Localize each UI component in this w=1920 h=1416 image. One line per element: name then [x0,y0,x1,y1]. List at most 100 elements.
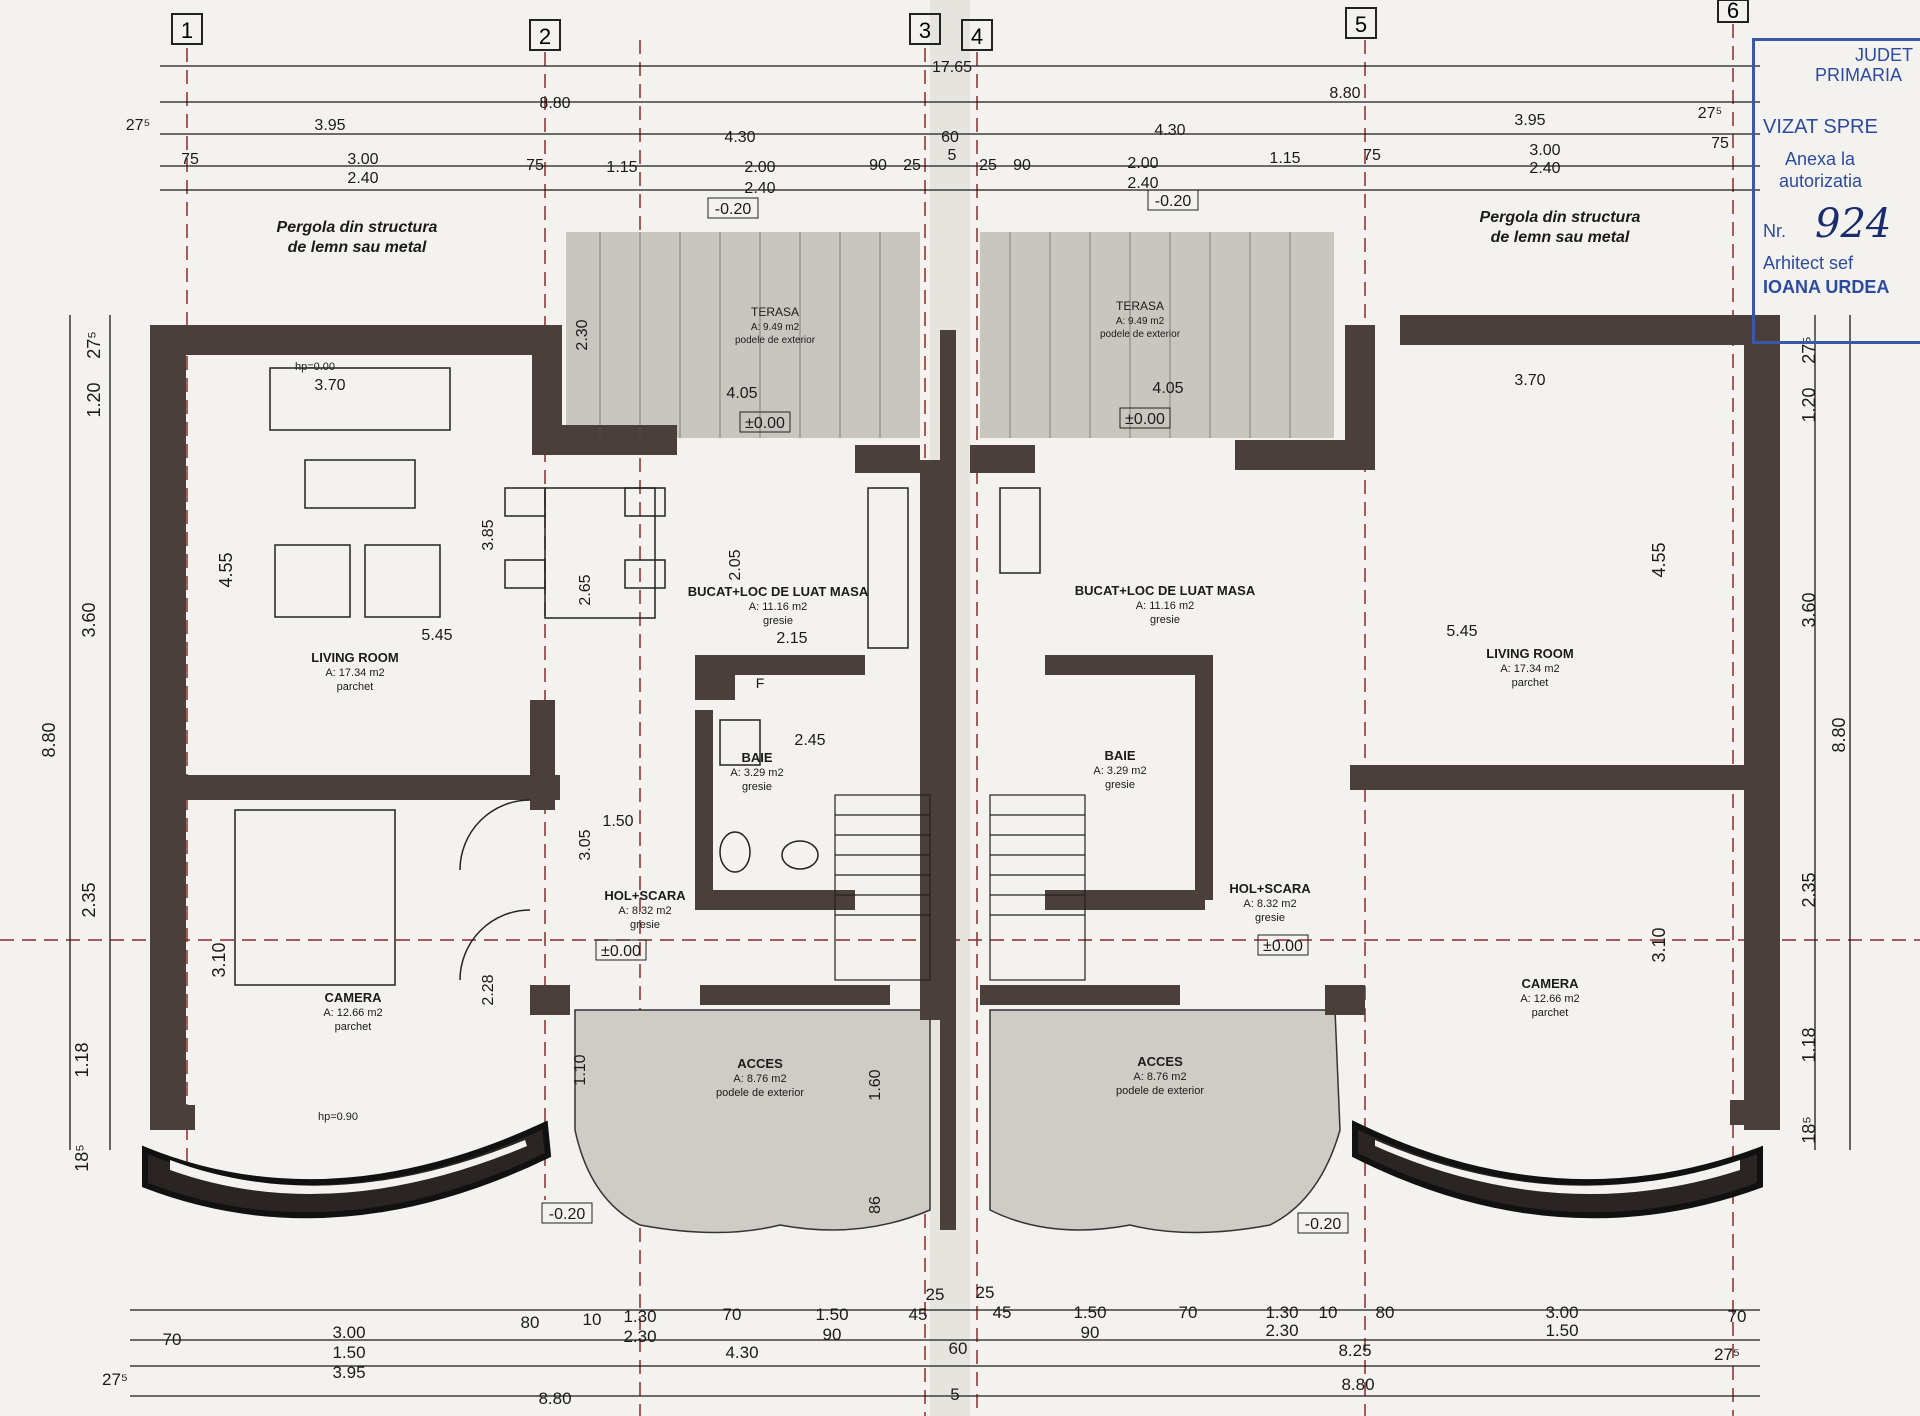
room-terasa-left-name: TERASA [751,305,799,319]
dim-top-r4-5: 90 [869,157,887,174]
stamp-line-name: IOANA URDEA [1763,277,1890,297]
bottom-dim-r4-0: 8.80 [538,1389,571,1408]
bottom-dim-r1-2: 80 [521,1313,540,1332]
dim-top-r4-7: 5 [948,147,957,164]
bottom-dim-r2-3: 90 [1081,1323,1100,1342]
room-camera-right-name: CAMERA [1521,976,1579,991]
left-dim-2.35: 2.35 [79,882,99,917]
bottom-dim-r1-0: 70 [163,1330,182,1349]
room-acces-left-finish: podele de exterior [716,1087,804,1099]
bottom-dim-r2-1: 2.30 [623,1327,656,1346]
room-terasa-right-name: TERASA [1116,299,1164,313]
room-acces-right-name: ACCES [1137,1054,1183,1069]
pergola-note-left-1: Pergola din structura [277,219,438,236]
left-dim-8.80: 8.80 [39,722,59,757]
bottom-dim-r1-5: 70 [723,1305,742,1324]
room-terasa-left-finish: podele de exterior [735,335,816,346]
bottom-dim-r1-3: 10 [583,1310,602,1329]
stamp-line-arhitect: Arhitect sef [1763,253,1854,273]
room-living-right-finish: parchet [1512,677,1549,689]
bottom-dim-r3-1: 3.95 [332,1363,365,1382]
bottom-dim-r1-12: 70 [1179,1303,1198,1322]
stamp-line-autorizatia: autorizatia [1779,171,1863,191]
inner-dim-3.85: 3.85 [480,519,497,550]
level-top-right: -0.20 [1155,193,1192,210]
bottom-dim-r1-1: 3.00 [332,1323,365,1342]
inner-dim-2.65: 2.65 [577,574,594,605]
bottom-dim-r1-15: 80 [1376,1303,1395,1322]
stamp-number: 924 [1815,201,1892,247]
pergola-note-left-2: de lemn sau metal [288,239,427,256]
room-baie-right-finish: gresie [1105,779,1135,791]
bottom-dim-r1-10: 45 [993,1303,1012,1322]
dim-top-r4-12: 75 [1363,147,1381,164]
furniture [234,367,1041,986]
room-living-right-area: A: 17.34 m2 [1500,663,1559,675]
left-dim-3.60: 3.60 [79,602,99,637]
room-hol-right-finish: gresie [1255,912,1285,924]
bottom-dim-r2-2: 90 [823,1325,842,1344]
room-terasa-right-area: A: 9.49 m2 [1116,316,1165,327]
inner-dim-86: 86 [867,1196,884,1214]
dim-overall: 17.65 [932,59,972,76]
grid-axes: 1 2 3 4 5 6 [171,0,1749,51]
inner-dim-5.45-b: 5.45 [1446,623,1477,640]
room-kitchen-right-area: A: 11.16 m2 [1136,600,1195,612]
level-terrace-left: ±0.00 [745,415,785,432]
inner-dim-1.10: 1.10 [572,1054,589,1085]
room-camera-left-name: CAMERA [324,990,382,1005]
room-acces-left-area: A: 8.76 m2 [733,1073,786,1085]
inner-dim-4.05-b: 4.05 [1152,380,1183,397]
inner-dim-3.05: 3.05 [577,829,594,860]
bottom-dim-r3-0: 27⁵ [102,1370,128,1389]
room-baie-left-area: A: 3.29 m2 [730,767,783,779]
level-top-left: -0.20 [715,201,752,218]
bottom-dim-r2-4: 2.30 [1265,1321,1298,1340]
right-dim-1.18: 1.18 [1799,1027,1819,1062]
inner-dim-1.50: 1.50 [602,813,633,830]
inner-dim-2.45: 2.45 [794,732,825,749]
dim-top-r3-2: 4.30 [724,129,755,146]
grid-axis-3: 3 [919,18,931,43]
dim-top-r4-8: 25 [979,157,997,174]
dim-top-r5-1: 2.40 [744,180,775,197]
bottom-dim-r1-7: 45 [909,1305,928,1324]
room-hol-left-finish: gresie [630,919,660,931]
bottom-dim-r1-4: 1.30 [623,1307,656,1326]
grid-axis-2: 2 [539,24,551,49]
room-acces-right-area: A: 8.76 m2 [1133,1071,1186,1083]
inner-dim-5.45-a: 5.45 [421,627,452,644]
room-baie-right-name: BAIE [1104,748,1135,763]
dim-top-r4-9: 90 [1013,157,1031,174]
bottom-dim-r1-16: 3.00 [1545,1303,1578,1322]
right-dim-3.10: 3.10 [1649,927,1669,962]
terrace-hatch [566,232,1334,438]
grid-axis-4: 4 [971,24,983,49]
bottom-dim-r1-8: 25 [926,1285,945,1304]
room-living-left-name: LIVING ROOM [311,650,398,665]
room-baie-left-name: BAIE [741,750,772,765]
dim-top-r4-11: 1.15 [1269,150,1300,167]
staircase [834,794,1086,981]
inner-dim-2.28: 2.28 [480,974,497,1005]
stamp-line-anexa: Anexa la [1785,149,1856,169]
room-hol-right-name: HOL+SCARA [1229,881,1311,896]
room-living-left-area: A: 17.34 m2 [325,667,384,679]
dim-top-r3-1: 3.95 [314,117,345,134]
bottom-dim-r3-2: 4.30 [725,1343,758,1362]
room-acces-right-finish: podele de exterior [1116,1085,1204,1097]
bottom-dim-r1-11: 1.50 [1073,1303,1106,1322]
room-camera-left-finish: parchet [335,1021,372,1033]
grid-axis-1: 1 [181,18,193,43]
level-hall-left: ±0.00 [601,943,641,960]
level-hall-right: ±0.00 [1263,938,1303,955]
inner-dim-hp0: hp=0.00 [295,361,335,373]
dim-top-r4-3: 1.15 [606,159,637,176]
dim-half-right: 8.80 [1329,85,1360,102]
right-dim-3.60: 3.60 [1799,592,1819,627]
inner-dim-3.70-a: 3.70 [314,377,345,394]
inner-dim-2.30: 2.30 [574,319,591,350]
inner-dim-2.15: 2.15 [776,630,807,647]
level-access-right: -0.20 [1305,1216,1342,1233]
